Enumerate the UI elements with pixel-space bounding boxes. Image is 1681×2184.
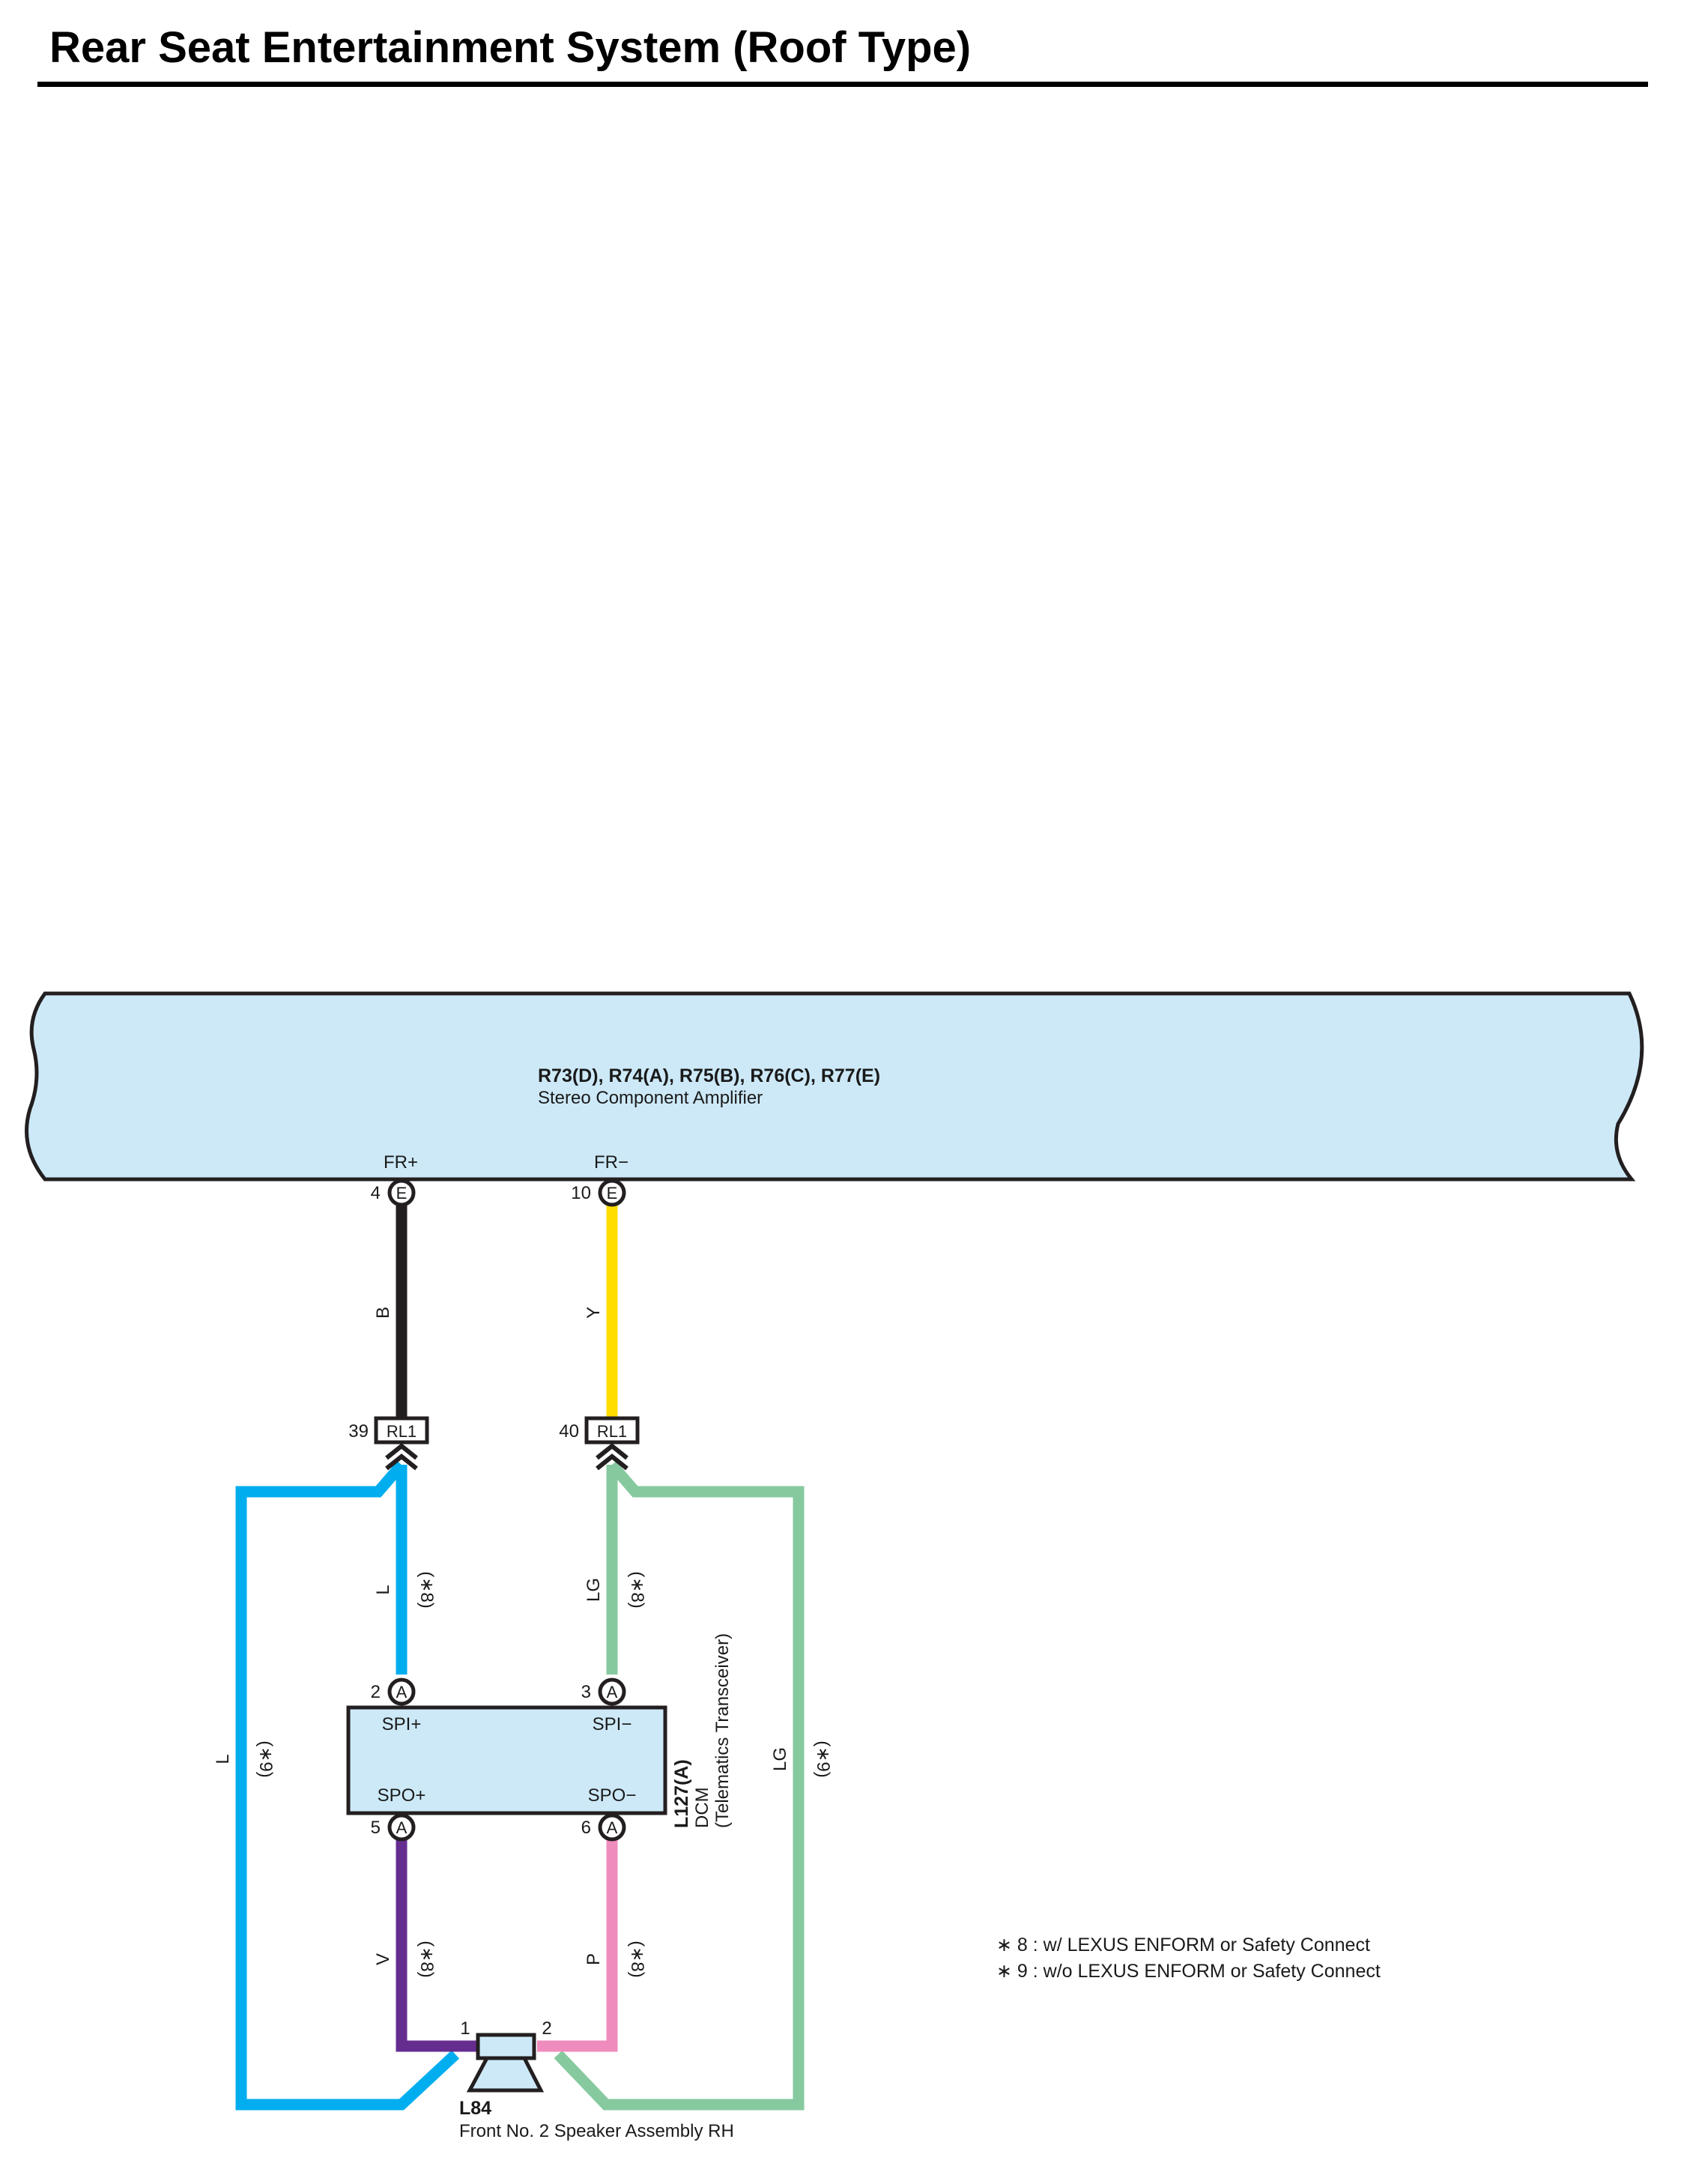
speaker-cone-icon [466, 2056, 545, 2093]
junction-pin-40: 40 [559, 1421, 579, 1442]
condition-notes: ∗ 8 : w/ LEXUS ENFORM or Safety Connect … [996, 1935, 1381, 1982]
dcm-pin-number-3: 3 [581, 1682, 591, 1702]
dcm-terminal-spo-minus: SPO− [588, 1785, 637, 1806]
wire-label-l-8-color: L [373, 1585, 393, 1594]
speaker-name: Front No. 2 Speaker Assembly RH [459, 2121, 734, 2141]
dcm-pin-connector-3: A [607, 1683, 618, 1701]
dcm-pin-connector-6: A [607, 1818, 618, 1837]
amplifier-body [25, 991, 1644, 1182]
wire-l-9 [235, 1461, 460, 2111]
junction-box-39 [374, 1416, 429, 1445]
junction-connector-40: RL1 [597, 1422, 627, 1441]
wire-v-8 [396, 1839, 476, 2052]
junction-box-40 [584, 1416, 640, 1445]
dcm-pin-connector-2: A [396, 1683, 408, 1701]
wire-label-lg-9-color: LG [770, 1747, 790, 1771]
wire-label-lg-9-cond: (∗9) [813, 1740, 833, 1777]
wire-label-v-8-cond: (∗8) [417, 1941, 437, 1977]
wire-label-p-8-color: P [584, 1953, 604, 1965]
pin-number-fr-plus: 4 [371, 1183, 381, 1203]
pin-circle-fr-minus [598, 1179, 626, 1207]
dcm-pin-circle-6 [598, 1813, 626, 1842]
amplifier-terminal-fr-plus: FR+ [384, 1152, 418, 1173]
amplifier-name: Stereo Component Amplifier [538, 1088, 763, 1108]
dcm-name: DCM [692, 1787, 712, 1828]
front-no2-speaker-rh: 1 2 L84 Front No. 2 Speaker Assembly RH [459, 2018, 734, 2141]
wire-labels: B Y L (∗8) LG (∗8) L (∗9) LG (∗9) V (∗8)… [213, 1307, 833, 1978]
wire-label-l-8-cond: (∗8) [417, 1571, 437, 1608]
wire-lg-9 [554, 1461, 805, 2111]
wire-label-l-9-cond: (∗9) [255, 1740, 276, 1777]
pin-circle-fr-plus [387, 1179, 416, 1207]
wires [235, 1205, 805, 2111]
junction-chevron-39 [385, 1443, 418, 1471]
title-rule [37, 82, 1648, 87]
junction-connector-39: RL1 [387, 1422, 417, 1441]
dcm-terminal-spi-plus: SPI+ [382, 1714, 422, 1734]
junction-pin-39: 39 [348, 1421, 369, 1442]
junction-chevron-40 [596, 1443, 629, 1471]
pin-connector-fr-plus: E [396, 1184, 408, 1203]
amplifier-terminal-fr-minus: FR− [594, 1152, 629, 1173]
dcm-body [346, 1705, 667, 1815]
pin-number-fr-minus: 10 [571, 1183, 591, 1203]
dcm-pin-number-6: 6 [581, 1818, 591, 1838]
stereo-component-amplifier: R73(D), R74(A), R75(B), R76(C), R77(E) S… [25, 991, 1644, 1182]
pin-connector-fr-minus: E [607, 1184, 618, 1203]
page-title: Rear Seat Entertainment System (Roof Typ… [49, 23, 972, 72]
wire-label-v-8-color: V [373, 1953, 393, 1965]
wire-p-8 [537, 1839, 618, 2052]
wire-label-y: Y [584, 1307, 604, 1319]
dcm-pin-circle-5 [387, 1813, 416, 1842]
dcm-pin-number-2: 2 [371, 1682, 381, 1702]
dcm-telematics-transceiver: SPI+ SPI− SPO+ SPO− A 2 A 3 A 5 A 6 L127… [346, 1633, 733, 1842]
dcm-pin-circle-2 [387, 1678, 416, 1706]
wire-label-lg-8-cond: (∗8) [627, 1571, 647, 1608]
dcm-pin-number-5: 5 [371, 1818, 381, 1838]
dcm-pin-circle-3 [598, 1678, 626, 1706]
speaker-pin-2: 2 [542, 2018, 551, 2039]
dcm-terminal-spi-minus: SPI− [593, 1714, 632, 1734]
wire-label-b: B [373, 1307, 393, 1319]
speaker-magnet [476, 2033, 536, 2060]
wire-label-l-9-color: L [213, 1754, 233, 1764]
wire-label-lg-8-color: LG [584, 1578, 604, 1602]
junction-connectors: RL1 39 RL1 40 [348, 1416, 640, 1471]
dcm-connector: L127(A) [671, 1759, 692, 1828]
wire-label-p-8-cond: (∗8) [627, 1941, 647, 1977]
speaker-connector: L84 [459, 2098, 491, 2119]
dcm-subtitle: (Telematics Transceiver) [712, 1633, 733, 1828]
amplifier-pins: E 4 E 10 [371, 1179, 626, 1207]
speaker-pin-1: 1 [460, 2018, 470, 2039]
dcm-pin-connector-5: A [396, 1818, 408, 1837]
amplifier-connectors: R73(D), R74(A), R75(B), R76(C), R77(E) [538, 1065, 880, 1086]
note-8: ∗ 8 : w/ LEXUS ENFORM or Safety Connect [996, 1935, 1370, 1955]
dcm-terminal-spo-plus: SPO+ [378, 1785, 426, 1806]
note-9: ∗ 9 : w/o LEXUS ENFORM or Safety Connect [996, 1961, 1381, 1982]
